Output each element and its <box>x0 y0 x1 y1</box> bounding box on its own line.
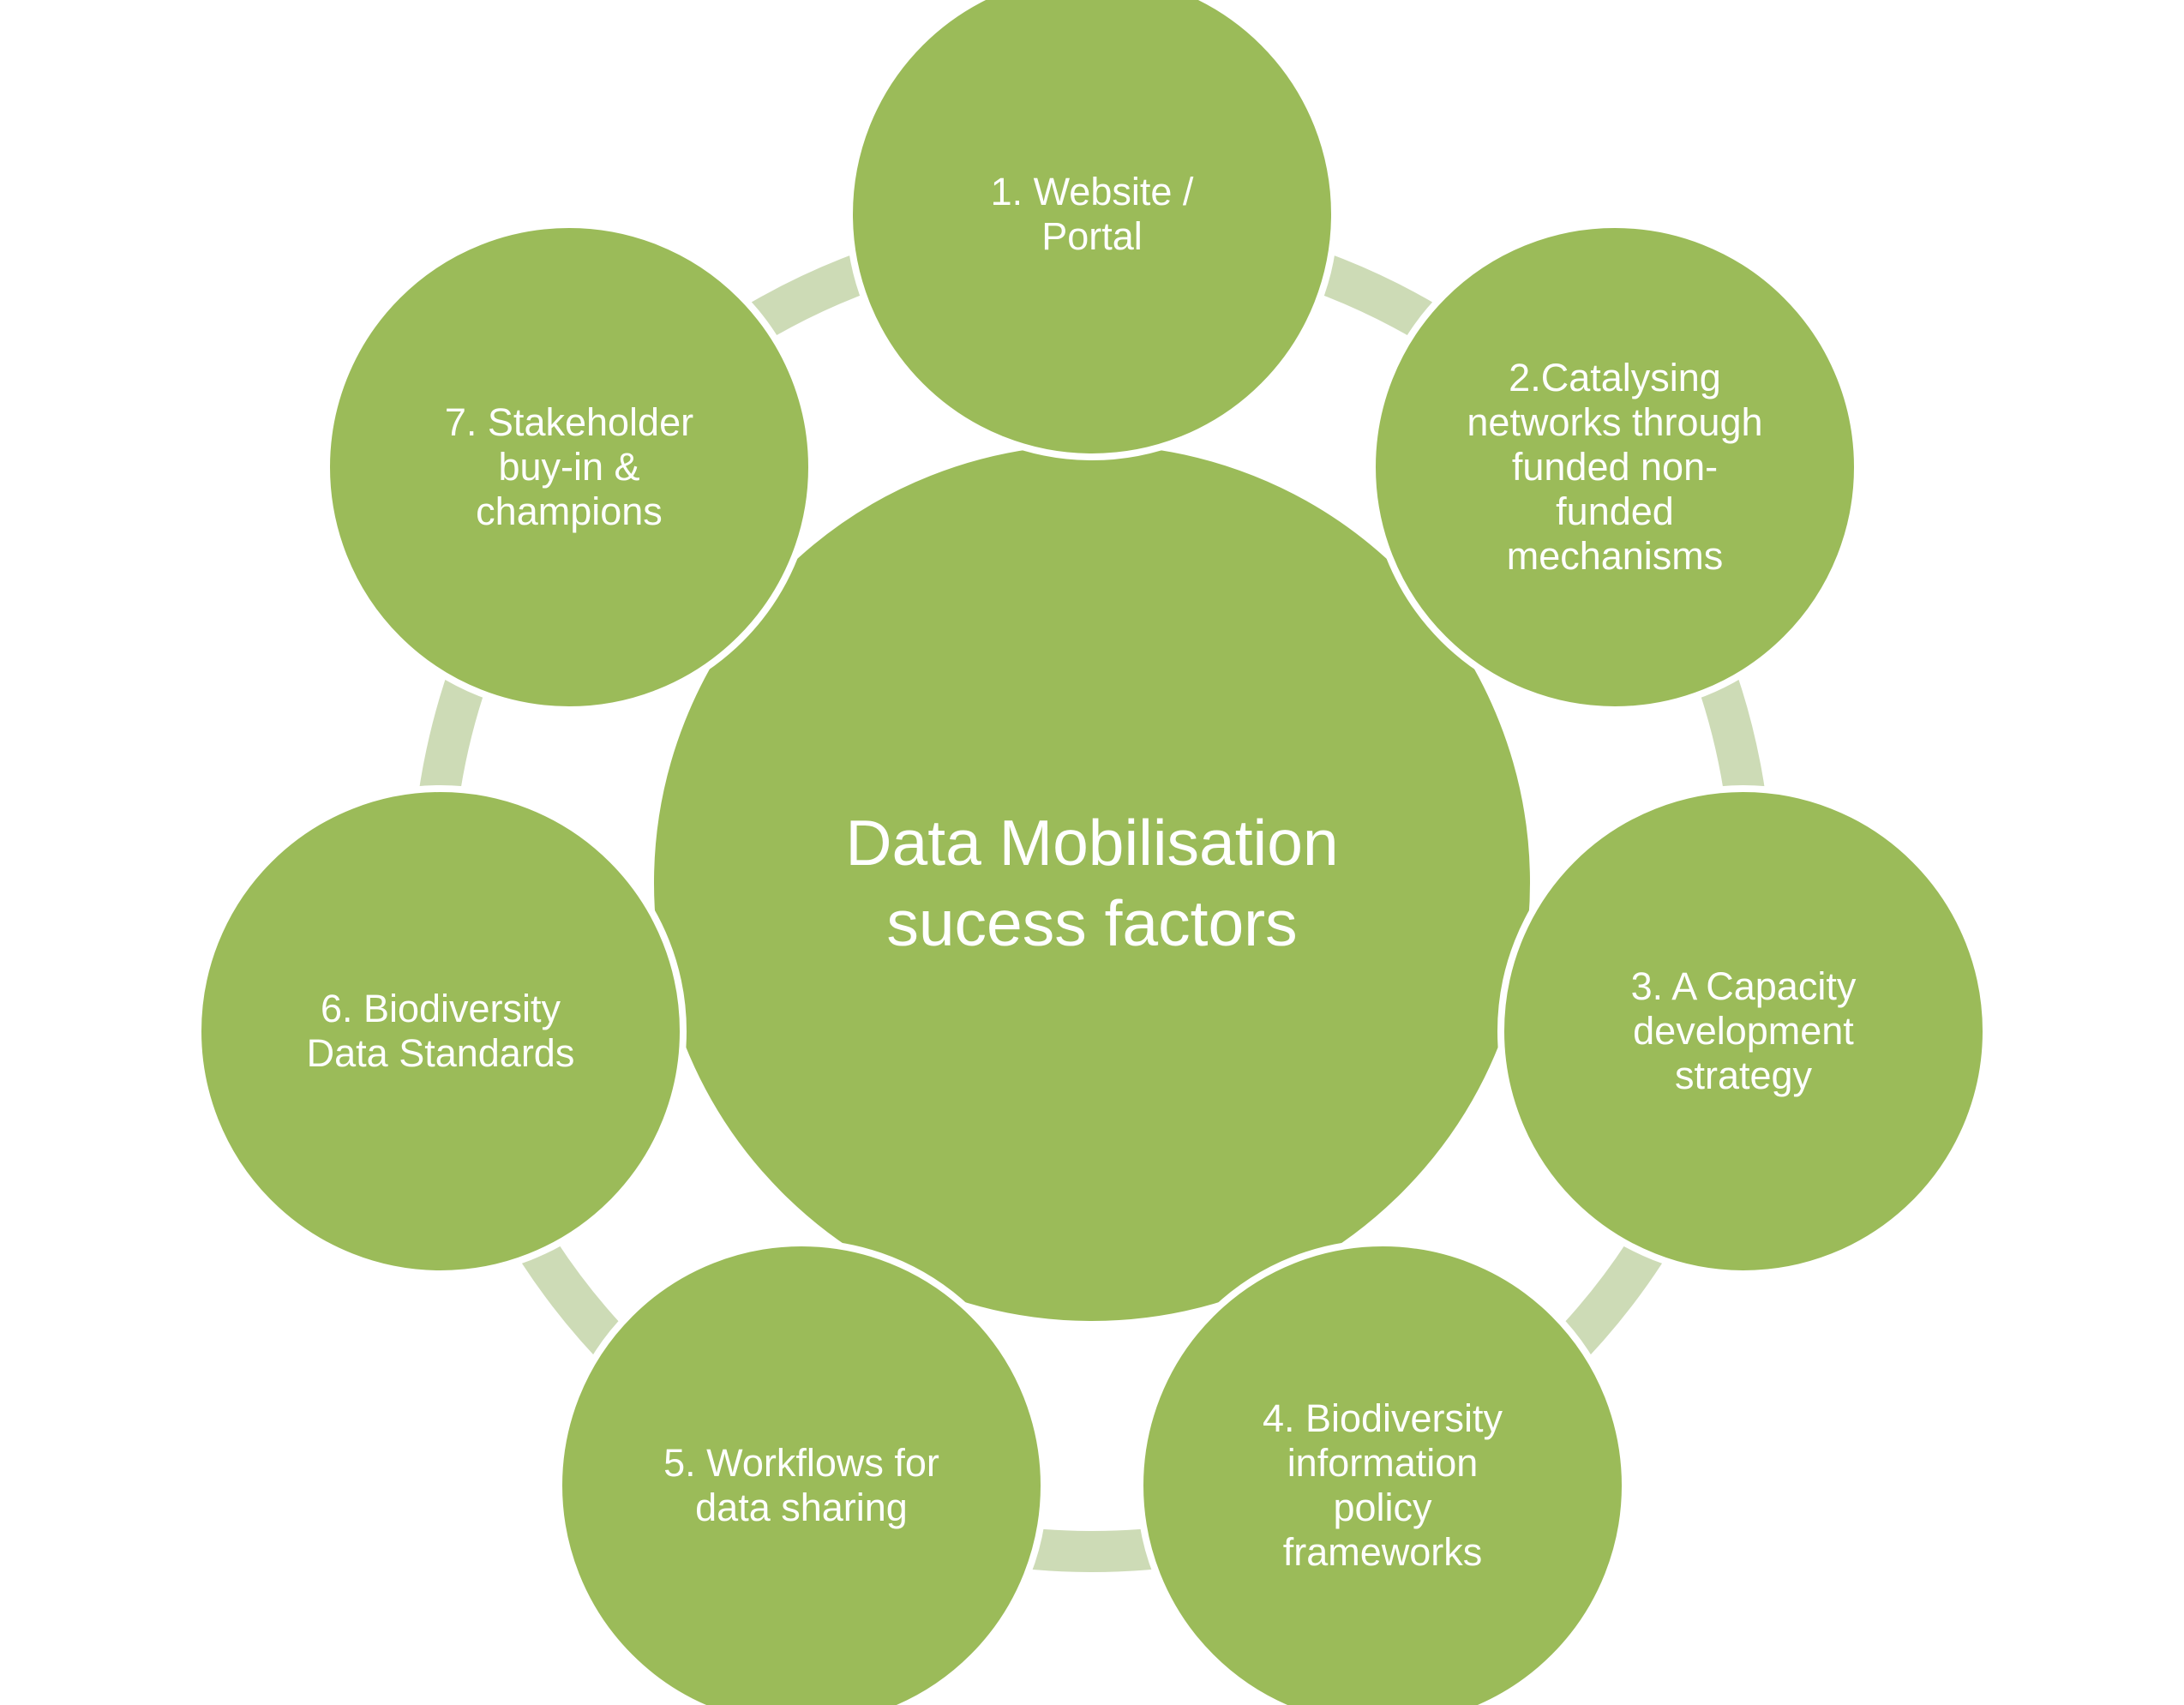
node-3-circle <box>1497 785 1989 1277</box>
node-4-circle <box>1137 1240 1629 1705</box>
node-6-circle <box>195 785 687 1277</box>
node-2-circle <box>1369 221 1861 713</box>
node-7-circle <box>323 221 815 713</box>
node-1-circle <box>846 0 1338 460</box>
node-5-circle <box>555 1240 1047 1705</box>
